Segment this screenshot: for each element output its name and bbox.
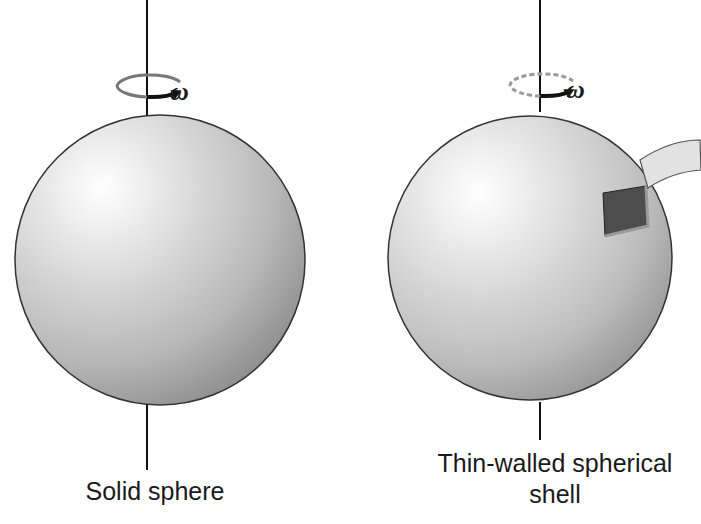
omega-symbol: ω <box>170 76 210 109</box>
omega-symbol: ω <box>566 74 606 107</box>
sphere-caption: Solid sphere <box>30 476 280 507</box>
spherical-shell <box>388 0 701 440</box>
shell-caption: Thin-walled spherical shell <box>420 448 690 511</box>
solid-sphere <box>15 0 305 470</box>
